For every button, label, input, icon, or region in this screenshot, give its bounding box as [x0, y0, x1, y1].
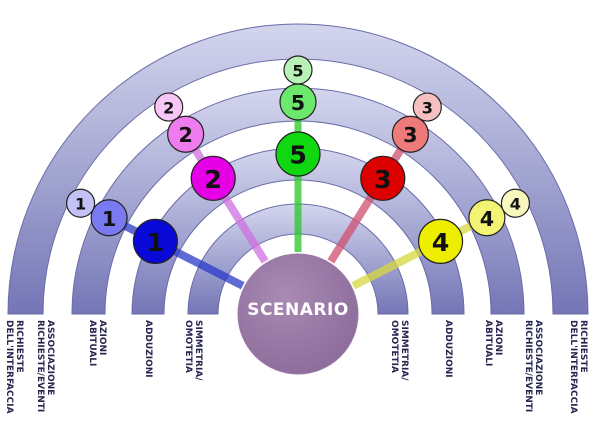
node-number: 1: [147, 228, 165, 257]
node-number: 3: [403, 123, 417, 147]
node-number: 2: [178, 123, 192, 147]
band-labels: RICHIESTEDELL'INTERFACCIA ASSOCIAZIONERIC…: [4, 320, 588, 414]
node-number: 1: [102, 207, 116, 231]
node-circle: [190, 155, 236, 201]
node-circle: [412, 92, 442, 122]
node-circle: [132, 218, 179, 264]
scenario-center: SCENARIO: [237, 253, 359, 375]
scenario-label: SCENARIO: [247, 300, 349, 320]
node-circle: [417, 218, 464, 264]
node-number: 3: [374, 165, 392, 194]
node-circle: [275, 131, 321, 177]
label-right-5: RICHIESTEDELL'INTERFACCIA: [568, 320, 588, 414]
node-number: 5: [289, 141, 307, 170]
node-number: 5: [291, 91, 305, 115]
node-number: 4: [480, 207, 494, 231]
node-circle: [65, 188, 96, 218]
node-circle: [154, 92, 184, 122]
node-circle: [283, 55, 313, 85]
label-right-2: ADDUZIONI: [443, 320, 453, 378]
node-circle: [391, 115, 429, 153]
label-right-1: SIMMETRIA/OMOTETIA: [389, 320, 409, 381]
label-right-3: AZIONIABITUALI: [483, 320, 503, 366]
node-circle: [468, 199, 506, 237]
node-circle: [360, 155, 406, 201]
node-number: 5: [292, 62, 303, 81]
scenario-circle: [237, 253, 359, 375]
label-left-4: ADDUZIONI: [143, 320, 153, 378]
label-left-5: SIMMETRIA/OMOTETIA: [183, 320, 203, 381]
node-circle: [90, 199, 128, 237]
node-number: 2: [204, 165, 222, 194]
node-number: 4: [510, 195, 521, 214]
node-number: 2: [163, 99, 174, 118]
node-number: 3: [422, 99, 433, 118]
node-number: 4: [432, 228, 450, 257]
label-right-4: ASSOCIAZIONERICHIESTE/EVENTI: [523, 320, 543, 412]
node-circle: [500, 188, 531, 218]
label-left-2: ASSOCIAZIONERICHIESTE/EVENTI: [35, 320, 55, 412]
node-number: 1: [75, 195, 86, 214]
label-left-1: RICHIESTEDELL'INTERFACCIA: [4, 320, 24, 414]
label-left-3: AZIONIABITUALI: [87, 320, 107, 366]
node-circle: [167, 115, 205, 153]
